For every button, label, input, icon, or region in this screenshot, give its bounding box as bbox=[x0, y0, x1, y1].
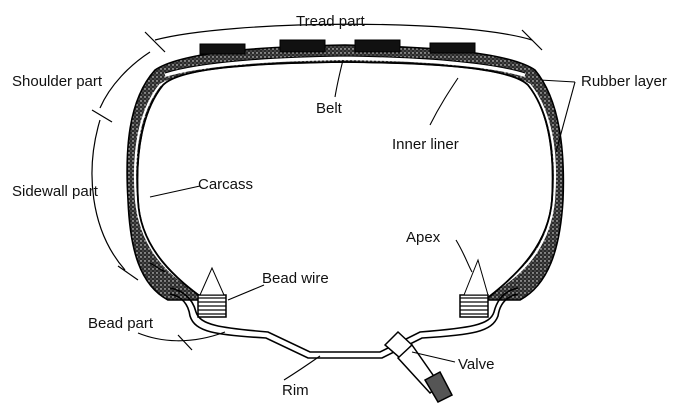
bead-wire-left bbox=[198, 295, 226, 317]
label-inner-liner: Inner liner bbox=[392, 136, 459, 153]
tire-rubber-body bbox=[127, 45, 563, 300]
apex-left bbox=[200, 268, 224, 295]
bead-wire-right bbox=[460, 295, 488, 317]
label-valve: Valve bbox=[458, 356, 494, 373]
label-bead-wire: Bead wire bbox=[262, 270, 329, 287]
label-apex: Apex bbox=[406, 229, 441, 246]
apex-right bbox=[464, 260, 488, 295]
label-bead-part: Bead part bbox=[88, 315, 154, 332]
label-carcass: Carcass bbox=[198, 176, 253, 193]
valve-stem bbox=[385, 332, 452, 402]
label-shoulder-part: Shoulder part bbox=[12, 73, 103, 90]
label-rubber-layer: Rubber layer bbox=[581, 73, 667, 90]
label-rim: Rim bbox=[282, 382, 309, 399]
leader-lines bbox=[138, 60, 575, 380]
label-belt: Belt bbox=[316, 100, 343, 117]
label-tread-part: Tread part bbox=[296, 13, 365, 30]
label-sidewall-part: Sidewall part bbox=[12, 183, 99, 200]
